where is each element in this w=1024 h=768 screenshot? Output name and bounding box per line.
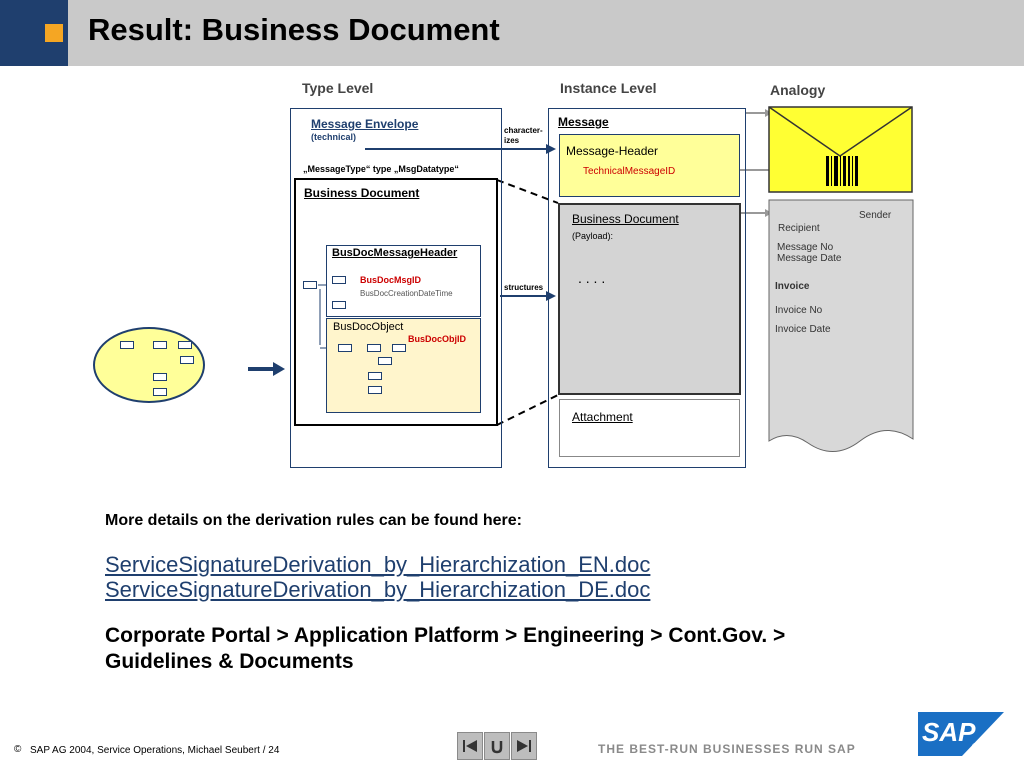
bus-doc-message-header-box xyxy=(326,245,481,317)
message-type-label: „MessageType“ type „MsgDatatype“ xyxy=(303,164,459,174)
invoice-document-icon xyxy=(768,199,914,452)
tree-node xyxy=(153,373,167,381)
slide-navigation xyxy=(457,732,537,760)
bus-doc-object-box xyxy=(326,318,481,413)
type-level-label: Type Level xyxy=(302,80,374,96)
sap-logo-text: SAP xyxy=(922,717,976,747)
copyright-text: SAP AG 2004, Service Operations, Michael… xyxy=(30,745,280,756)
registered-mark: ® xyxy=(972,742,978,751)
bus-doc-msg-id-label: BusDocMsgID xyxy=(360,275,422,285)
invoice-message-no: Message No xyxy=(777,242,834,253)
payload-business-document-title: Business Document xyxy=(572,212,679,226)
payload-label: (Payload): xyxy=(572,231,614,241)
copyright-symbol: © xyxy=(14,744,22,755)
instance-level-label: Instance Level xyxy=(560,80,657,96)
instance-level-frame xyxy=(548,108,746,468)
tree-node xyxy=(338,344,352,352)
bus-doc-obj-id-label: BusDocObjID xyxy=(408,334,467,344)
characterizes-label: character- izes xyxy=(504,126,543,145)
invoice-heading: Invoice xyxy=(775,281,810,292)
sap-slogan: THE BEST-RUN BUSINESSES RUN SAP xyxy=(598,742,856,756)
bus-doc-creation-time-label: BusDocCreationDateTime xyxy=(360,289,453,298)
tree-node xyxy=(368,386,382,394)
structures-label: structures xyxy=(504,283,544,292)
tree-node xyxy=(332,301,346,309)
invoice-number: Invoice No xyxy=(775,305,823,316)
return-button[interactable] xyxy=(484,732,510,760)
business-document-frame xyxy=(294,178,498,426)
details-intro: More details on the derivation rules can… xyxy=(105,512,522,529)
message-envelope-title: Message Envelope xyxy=(311,117,419,131)
return-icon xyxy=(491,741,503,754)
message-header-box xyxy=(559,134,740,197)
tree-node xyxy=(378,357,392,365)
message-header-title: Message-Header xyxy=(566,144,659,158)
tree-node xyxy=(178,341,192,349)
message-envelope-subtitle: (technical) xyxy=(311,132,357,142)
portal-path-line1: Corporate Portal > Application Platform … xyxy=(105,624,786,647)
envelope-icon xyxy=(768,106,913,193)
invoice-date: Invoice Date xyxy=(775,324,831,335)
page-title: Result: Business Document xyxy=(88,12,500,47)
portal-path-line2: Guidelines & Documents xyxy=(105,650,354,673)
analogy-label: Analogy xyxy=(770,82,826,98)
payload-ellipsis: . . . . xyxy=(578,270,606,286)
next-icon xyxy=(517,740,531,752)
previous-slide-button[interactable] xyxy=(457,732,483,760)
tree-node xyxy=(120,341,134,349)
tree-node xyxy=(332,276,346,284)
attachment-box xyxy=(559,399,740,457)
invoice-sender: Sender xyxy=(859,210,892,221)
next-slide-button[interactable] xyxy=(511,732,537,760)
attachment-title: Attachment xyxy=(572,410,633,424)
tree-node xyxy=(153,388,167,396)
type-level-frame xyxy=(290,108,502,468)
bus-doc-object-title: BusDocObject xyxy=(333,321,404,333)
message-title: Message xyxy=(558,115,609,129)
link-derivation-de[interactable]: ServiceSignatureDerivation_by_Hierarchiz… xyxy=(105,577,651,602)
sap-logo: SAP ® xyxy=(918,712,1004,756)
invoice-message-date: Message Date xyxy=(777,253,842,264)
tree-node xyxy=(153,341,167,349)
tree-node xyxy=(392,344,406,352)
sap-logo-icon xyxy=(918,712,1004,756)
tree-node xyxy=(367,344,381,352)
previous-icon xyxy=(463,740,477,752)
tree-node xyxy=(368,372,382,380)
title-bullet-square xyxy=(45,24,63,42)
business-document-payload-box xyxy=(558,203,741,395)
tree-node xyxy=(303,281,317,289)
link-derivation-en[interactable]: ServiceSignatureDerivation_by_Hierarchiz… xyxy=(105,552,651,577)
invoice-recipient: Recipient xyxy=(778,223,820,234)
bus-doc-message-header-title: BusDocMessageHeader xyxy=(332,247,458,259)
technical-message-id-label: TechnicalMessageID xyxy=(583,166,676,177)
data-model-ellipse xyxy=(93,327,205,403)
tree-node xyxy=(180,356,194,364)
business-document-title: Business Document xyxy=(304,186,420,200)
title-bar xyxy=(0,0,1024,66)
